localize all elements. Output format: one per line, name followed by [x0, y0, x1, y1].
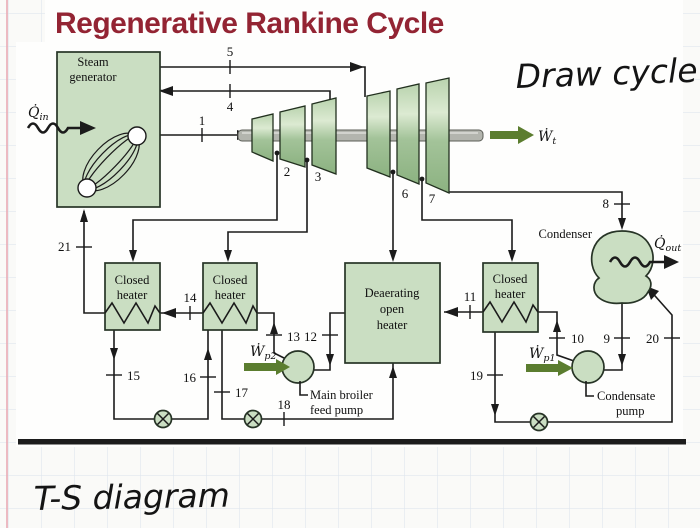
wp1-arrow: Ẇp1	[526, 344, 573, 376]
svg-text:feed pump: feed pump	[310, 403, 363, 417]
label-leader	[299, 381, 308, 396]
state-label-17: 17	[235, 385, 249, 400]
state-label-8: 8	[603, 196, 610, 211]
state-ticks	[76, 60, 680, 426]
svg-text:Deaerating: Deaerating	[365, 286, 421, 300]
qout-label: Q̇out	[654, 234, 681, 254]
svg-text:open: open	[380, 302, 405, 316]
svg-text:Closed: Closed	[115, 273, 150, 287]
qout-arrow: Q̇out	[608, 234, 681, 269]
condenser-shell	[590, 230, 654, 305]
state-label-1: 1	[199, 113, 206, 128]
heat-exchanger-coil-icon	[482, 300, 539, 324]
state-labels: 1 2 3 4 5 6 7 8 9 10 11 12 13 14 15 16 1…	[58, 44, 659, 412]
valve-icon-2	[243, 409, 263, 429]
state-label-20: 20	[646, 331, 659, 346]
turbine-stage-6	[425, 77, 450, 194]
wt-label: Ẇt	[538, 127, 556, 147]
heat-exchanger-coil-icon	[104, 301, 161, 325]
svg-text:Closed: Closed	[213, 273, 248, 287]
state-label-3: 3	[315, 169, 322, 184]
state-label-7: 7	[429, 191, 436, 206]
qin-arrow: Q̇in	[26, 103, 96, 135]
wp2-arrow: Ẇp2	[244, 342, 290, 375]
state-label-14: 14	[184, 290, 198, 305]
wp1-label: Ẇp1	[529, 344, 556, 364]
state-label-18: 18	[278, 397, 291, 412]
turbine-stage-3	[311, 97, 337, 175]
piping	[83, 66, 673, 423]
state-label-16: 16	[183, 370, 197, 385]
extraction-point-2	[274, 150, 280, 156]
state-label-12: 12	[304, 329, 317, 344]
svg-text:pump: pump	[616, 404, 644, 418]
steam-generator-label: Steam	[77, 55, 109, 69]
svg-text:heater: heater	[117, 288, 148, 302]
svg-text:heater: heater	[377, 318, 408, 332]
handwritten-ts-diagram: T-S diagram	[33, 476, 230, 518]
state-label-11: 11	[464, 289, 477, 304]
condenser-label: Condenser	[539, 227, 593, 241]
steam-drum-icon	[127, 126, 147, 146]
heat-exchanger-coil-icon	[202, 301, 258, 325]
state-label-13: 13	[287, 329, 300, 344]
mud-drum-icon	[77, 178, 97, 198]
label-leader	[585, 381, 594, 397]
svg-text:heater: heater	[495, 287, 526, 301]
turbine-stage-1	[251, 113, 274, 162]
valve-icon-1	[153, 409, 173, 429]
qin-label: Q̇in	[28, 103, 49, 123]
state-label-10: 10	[571, 331, 584, 346]
state-label-6: 6	[402, 186, 409, 201]
deaerating-heater: Deaerating open heater	[344, 262, 441, 364]
page-title: Regenerative Rankine Cycle	[55, 7, 444, 40]
pump-icon	[571, 350, 605, 384]
extraction-point-3	[304, 157, 310, 163]
extraction-point-7	[419, 176, 425, 182]
state-label-5: 5	[227, 44, 234, 59]
divider-line	[18, 439, 686, 445]
turbine-stage-5	[396, 83, 420, 185]
turbine-stage-4	[366, 90, 391, 178]
closed-heater-1: Closed heater	[104, 262, 161, 331]
svg-text:Condensate: Condensate	[597, 389, 656, 403]
svg-text:heater: heater	[215, 288, 246, 302]
state-label-9: 9	[604, 331, 611, 346]
condensate-pump: Condensate pump Ẇp1	[526, 344, 656, 418]
state-label-2: 2	[284, 164, 291, 179]
state-label-19: 19	[470, 368, 483, 383]
state-label-4: 4	[227, 99, 234, 114]
valve-icon-3	[529, 412, 549, 432]
condenser: Condenser Q̇out	[539, 227, 681, 305]
steam-generator: Steam generator	[56, 51, 161, 208]
svg-text:Closed: Closed	[493, 272, 528, 286]
turbine	[237, 77, 484, 194]
svg-text:generator: generator	[69, 70, 117, 84]
closed-heater-3: Closed heater	[482, 262, 539, 333]
wt-arrow: Ẇt	[490, 126, 556, 147]
handwritten-draw-cycle: Draw cycle	[515, 51, 698, 96]
extraction-point-6	[390, 169, 396, 175]
main-feed-pump: Main broiler feed pump Ẇp2	[244, 342, 374, 417]
closed-heater-2: Closed heater	[202, 262, 258, 331]
turbine-stage-2	[279, 105, 306, 168]
svg-text:Main broiler: Main broiler	[310, 388, 374, 402]
wp2-label: Ẇp2	[250, 342, 277, 362]
state-label-15: 15	[127, 368, 140, 383]
state-label-21: 21	[58, 239, 71, 254]
